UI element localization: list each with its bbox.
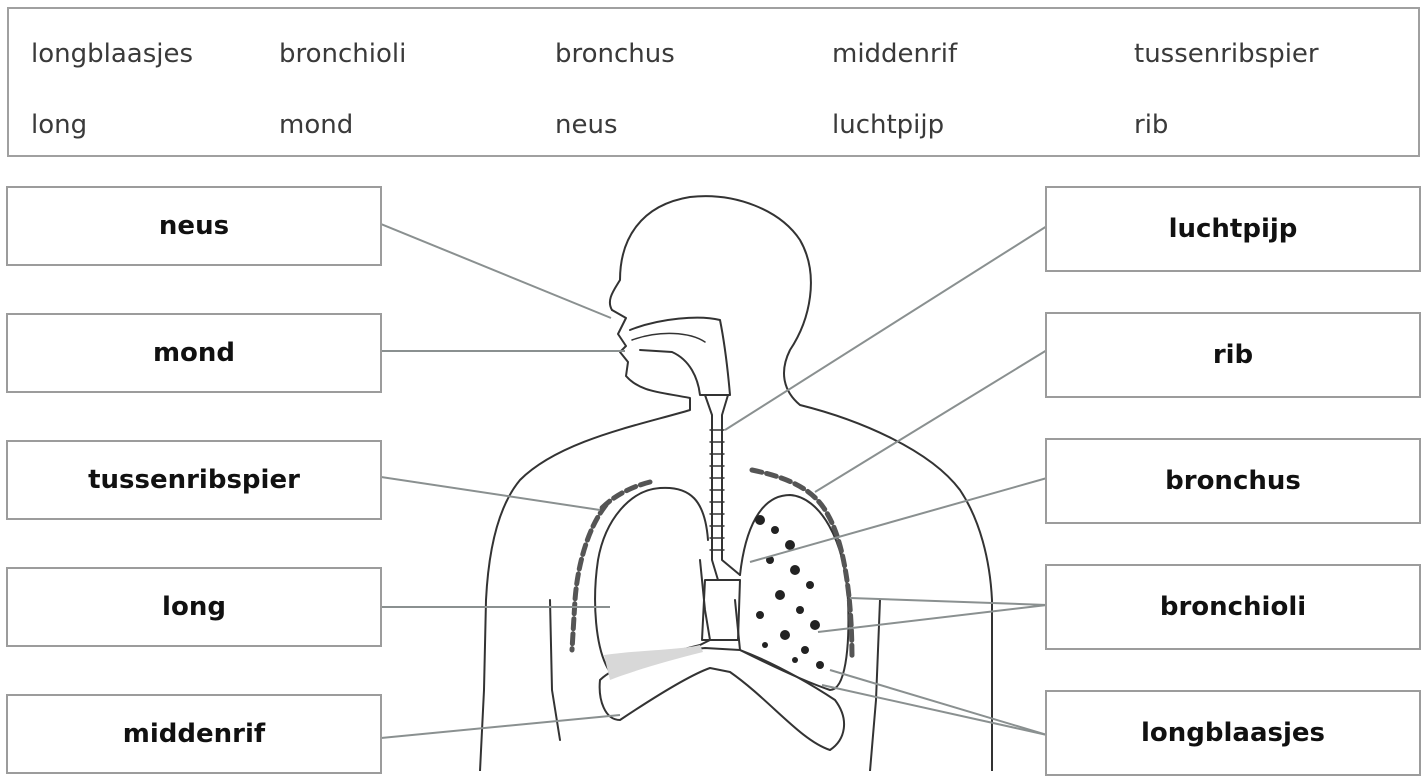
leader-line-longblaasjes: [830, 670, 1047, 735]
leader-line-tussenribspier: [381, 477, 600, 510]
leader-line-neus: [381, 224, 611, 318]
label-luchtpijp: luchtpijp: [1045, 186, 1421, 272]
label-bronchus: bronchus: [1045, 438, 1421, 524]
label-middenrif: middenrif: [6, 694, 382, 774]
label-bronchioli: bronchioli: [1045, 564, 1421, 650]
leader-line-bronchus: [750, 478, 1047, 562]
leader-line-longblaasjes: [822, 685, 1047, 735]
bronchioli-texture: [755, 515, 824, 669]
body-outline: [610, 196, 992, 771]
label-rib: rib: [1045, 312, 1421, 398]
label-tussenribspier: tussenribspier: [6, 440, 382, 520]
label-long: long: [6, 567, 382, 647]
label-longblaasjes: longblaasjes: [1045, 690, 1421, 776]
label-mond: mond: [6, 313, 382, 393]
leader-line-luchtpijp: [725, 226, 1047, 430]
label-neus: neus: [6, 186, 382, 266]
leader-line-middenrif: [381, 715, 620, 738]
left-lung-outline: [595, 488, 710, 672]
